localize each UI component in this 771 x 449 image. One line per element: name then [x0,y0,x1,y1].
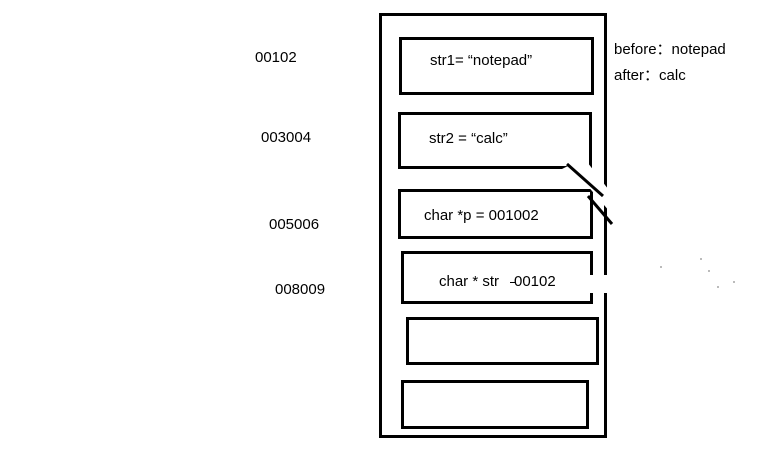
gap-mark-bottom-edge [586,275,616,293]
memory-cell-empty-2 [401,380,589,429]
annotation-before: before：notepad [614,41,726,58]
address-label-003004: 003004 [261,129,312,146]
gap-mark-right-edge [560,158,612,212]
address-label-00102: 00102 [255,49,297,66]
faint-dots [660,258,735,288]
cell-label-str1: str1= “notepad” [430,52,533,69]
memory-cell-str1 [399,37,594,95]
cell-label-p: char *p = 001002 [424,207,539,224]
memory-block [379,13,607,438]
memory-cell-empty-1 [406,317,599,365]
cell-label-str2: str2 = “calc” [429,130,508,147]
memory-cell-str2 [398,112,592,169]
str-param-dash [510,282,515,283]
memory-cell-p [398,189,593,239]
cell-label-str-param: char * str [439,273,500,290]
address-label-008009: 008009 [275,281,326,298]
annotation-after: after：calc [614,67,686,84]
gap-mark-line-1 [566,162,604,198]
gap-mark-line-2 [586,195,614,225]
cell-value-str-param: 00102 [514,273,556,290]
address-label-005006: 005006 [269,216,320,233]
